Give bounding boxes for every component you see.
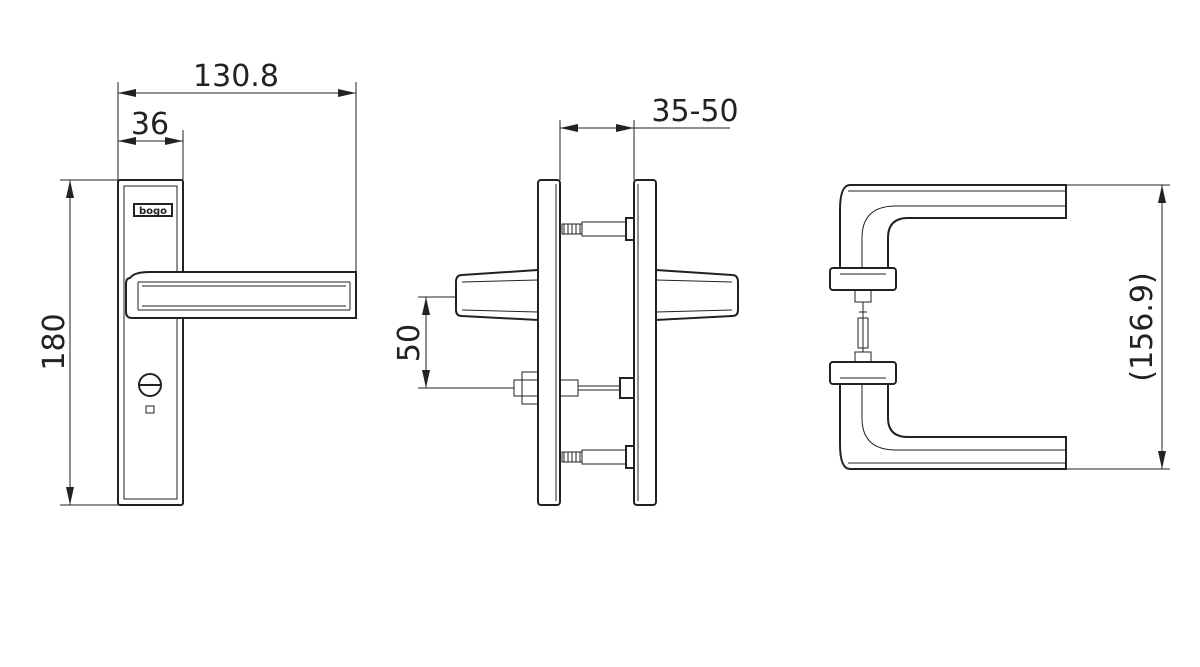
dim-overall-width: 130.8: [193, 59, 279, 94]
top-view: (156.9): [829, 184, 1170, 470]
dim-rose-height: (156.9): [1125, 272, 1160, 381]
brand-logo-text: bogo: [139, 206, 167, 217]
dim-plate-height: 180: [37, 313, 72, 370]
privacy-indicator: [138, 373, 162, 414]
dim-handle-offset: 50: [392, 324, 427, 362]
front-view: bogo 130.8 36 180: [37, 59, 357, 506]
lever-handle: [125, 271, 357, 319]
dim-door-thickness: 35-50: [651, 94, 738, 129]
brand-logo: bogo: [133, 203, 173, 217]
dim-plate-width: 36: [131, 107, 169, 142]
side-view: 35-50 50: [392, 94, 739, 506]
